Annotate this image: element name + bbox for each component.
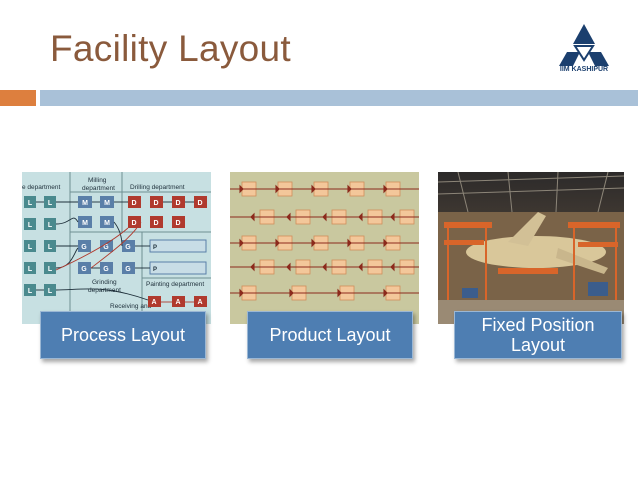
svg-text:P: P <box>153 245 157 251</box>
svg-text:M: M <box>82 220 88 227</box>
label-grinding-2: department <box>88 287 121 294</box>
accent-bar-orange <box>0 90 36 106</box>
svg-text:G: G <box>103 266 109 273</box>
svg-text:G: G <box>81 266 87 273</box>
iim-kashipur-logo <box>559 24 609 66</box>
label-dept-left: e department <box>22 184 60 191</box>
process-layout-image: e department Milling department Drilling… <box>22 172 211 324</box>
svg-text:D: D <box>153 200 158 207</box>
label-painting: Painting department <box>146 281 204 288</box>
svg-text:L: L <box>28 200 33 207</box>
svg-text:D: D <box>175 220 180 227</box>
svg-text:L: L <box>28 222 33 229</box>
svg-text:D: D <box>175 200 180 207</box>
slide-title: Facility Layout <box>50 28 291 69</box>
svg-text:D: D <box>131 200 136 207</box>
svg-text:L: L <box>28 288 33 295</box>
svg-text:D: D <box>131 220 136 227</box>
svg-text:L: L <box>48 222 53 229</box>
label-drilling: Drilling department <box>130 184 185 191</box>
svg-text:D: D <box>153 220 158 227</box>
label-receiving: Receiving and <box>110 303 152 310</box>
svg-text:A: A <box>197 299 202 306</box>
fixed-position-layout-caption: Fixed Position Layout <box>454 311 622 359</box>
svg-text:M: M <box>82 200 88 207</box>
accent-bar-blue <box>40 90 638 106</box>
svg-text:G: G <box>81 244 87 251</box>
svg-text:L: L <box>28 266 33 273</box>
svg-text:M: M <box>104 200 110 207</box>
svg-text:L: L <box>48 200 53 207</box>
svg-text:A: A <box>151 299 156 306</box>
svg-text:M: M <box>104 220 110 227</box>
svg-text:G: G <box>125 244 131 251</box>
product-layout-caption: Product Layout <box>247 311 413 359</box>
fixed-position-layout-image <box>438 172 624 324</box>
svg-text:G: G <box>125 266 131 273</box>
svg-text:L: L <box>48 244 53 251</box>
label-grinding: Grinding <box>92 279 117 286</box>
svg-text:L: L <box>48 266 53 273</box>
product-layout-image <box>230 172 419 324</box>
label-milling: Milling <box>88 177 107 184</box>
svg-text:L: L <box>28 244 33 251</box>
svg-text:G: G <box>103 244 109 251</box>
svg-text:A: A <box>175 299 180 306</box>
process-layout-caption: Process Layout <box>40 311 206 359</box>
logo-text: IIM KASHIPUR <box>559 66 609 73</box>
label-milling-2: department <box>82 185 115 192</box>
svg-text:L: L <box>48 288 53 295</box>
svg-text:D: D <box>197 200 202 207</box>
svg-text:P: P <box>153 267 157 273</box>
